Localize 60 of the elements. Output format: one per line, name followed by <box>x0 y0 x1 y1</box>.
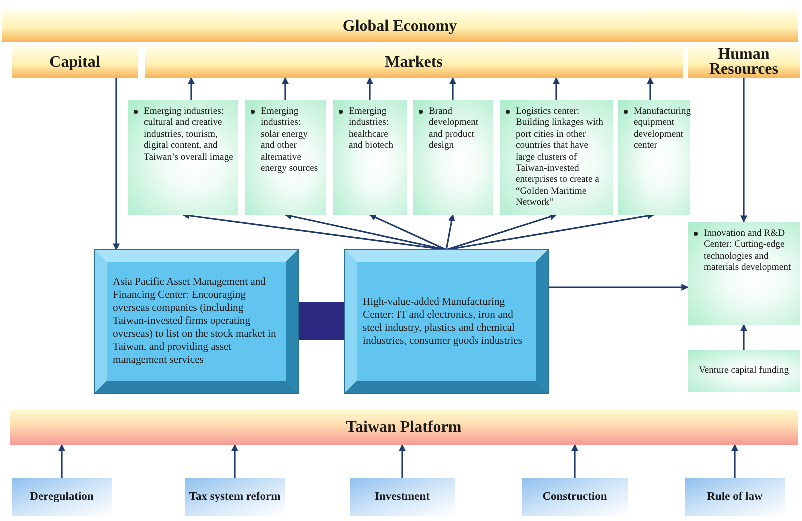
box-text: Tax system reform <box>189 490 281 504</box>
band-title: Markets <box>385 54 443 70</box>
box-text: Emerging industries: healthcare and biotech <box>349 106 394 152</box>
box-text: Emerging industries: cultural and creative industries, tourism, digital content, and Taiwan’s overall image <box>144 106 234 164</box>
arrow <box>553 77 560 100</box>
info-card <box>413 100 493 215</box>
box-text: Brand development and product design <box>429 106 480 152</box>
arrow <box>740 324 748 350</box>
info-card <box>333 100 407 215</box>
pillar-box <box>522 478 628 516</box>
header-band <box>145 46 683 78</box>
box-text: Deregulation <box>30 490 94 504</box>
arrow <box>740 78 748 223</box>
band-title: Taiwan Platform <box>346 420 462 435</box>
arrow <box>572 444 578 478</box>
platform-band <box>10 410 798 445</box>
bevel-box <box>345 250 548 393</box>
info-card <box>688 222 800 325</box>
band-title: Global Economy <box>342 18 458 34</box>
info-card <box>128 100 238 215</box>
band-title: Human Resources <box>708 47 780 77</box>
arrow <box>446 212 655 251</box>
box-text: High-value-added Manufacturing Center: IT and electronics, iron and steel industry, plastics and chemical industries, consumer goods industries <box>363 296 524 348</box>
arrow <box>446 214 558 251</box>
arrow <box>366 77 374 100</box>
arrow <box>113 78 120 251</box>
box-text: Asia Pacific Asset Management and Financing Center: Encouraging overseas companies (including Taiwan-invested firms operating overseas) to list on the stock market in Taiwan, and providing asset management services <box>113 276 278 367</box>
pillar-box <box>685 478 785 516</box>
info-card <box>618 100 690 215</box>
box-text: Manufacturing equipment development center <box>634 106 692 152</box>
bevel-box <box>95 250 298 393</box>
info-card <box>245 100 326 215</box>
box-text: Emerging industries: solar energy and other alternative energy sources <box>261 106 320 174</box>
arrow <box>446 214 456 250</box>
arrow <box>58 444 66 478</box>
pillar-box <box>12 478 112 516</box>
arrow <box>450 77 456 100</box>
arrow <box>232 444 238 478</box>
box-text: Venture capital funding <box>698 365 790 377</box>
box-text: Logistics center: Building linkages with port cities in other countries that have large clusters of Taiwan-invested enterprises to create a “Golden Maritime Network” <box>516 106 604 209</box>
arrow <box>732 444 738 478</box>
connector-bar <box>298 302 345 340</box>
pillar-box <box>185 478 285 516</box>
box-text: Innovation and R&D Center: Cutting-edge technologies and materials development <box>704 228 792 274</box>
header-band <box>12 46 138 78</box>
info-card <box>688 350 800 392</box>
arrow <box>282 77 289 100</box>
band-title: Capital <box>50 54 100 70</box>
arrow <box>548 284 689 291</box>
arrow <box>188 77 195 100</box>
info-card <box>500 100 613 215</box>
header-band <box>2 10 798 42</box>
box-text: Construction <box>542 490 608 504</box>
arrow <box>647 77 654 100</box>
box-text: Investment <box>375 490 430 504</box>
pillar-box <box>350 478 455 516</box>
box-text: Rule of law <box>707 490 763 504</box>
header-band <box>688 46 800 78</box>
arrow <box>399 444 406 478</box>
arrow <box>369 214 447 251</box>
